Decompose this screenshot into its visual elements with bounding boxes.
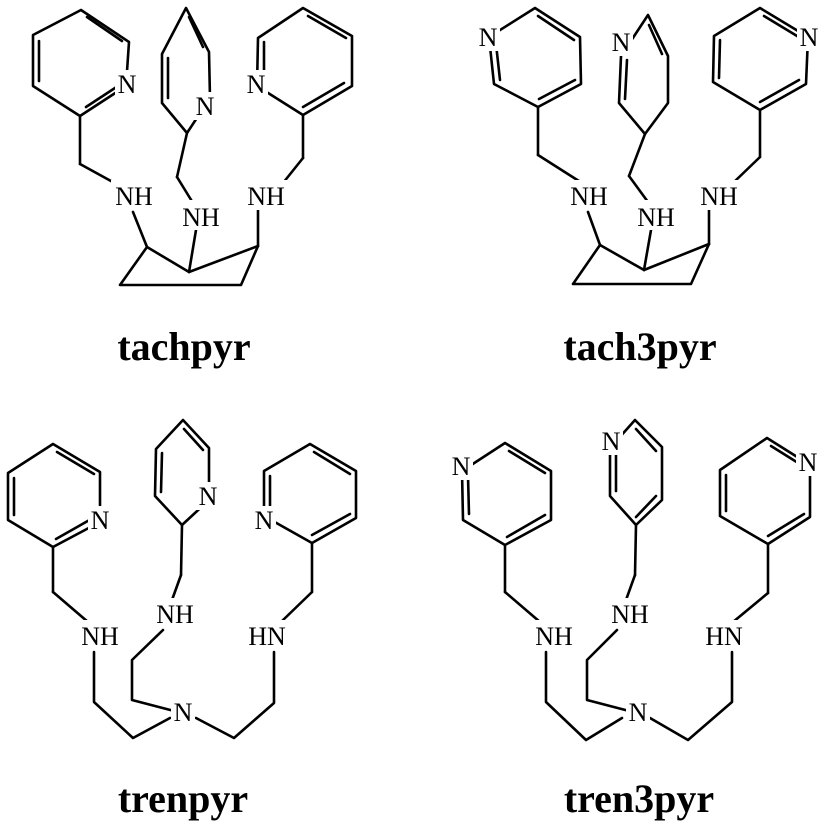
structure-trenpyr (6, 418, 358, 740)
amine-nh-label: NH (611, 600, 649, 629)
pyridine-n-label: N (196, 92, 215, 121)
atom-labels: N N N NH NH NH N N N NH NH NH N N N NH N… (76, 23, 821, 727)
tertiary-n-label: N (629, 698, 648, 727)
structure-tren3pyr (460, 418, 812, 742)
caption-tach3pyr: tach3pyr (563, 324, 716, 369)
pyridine-n-label: N (91, 506, 110, 535)
amine-nh-label: NH (182, 203, 220, 232)
amine-nh-label: NH (637, 203, 675, 232)
amine-nh-label: NH (115, 182, 153, 211)
pyridine-n-label: N (800, 23, 819, 52)
amine-hn-label: HN (248, 622, 286, 651)
amine-nh-label: NH (156, 600, 194, 629)
pyridine-n-label: N (452, 452, 471, 481)
amine-nh-label: NH (81, 622, 119, 651)
pyridine-n-label: N (479, 23, 498, 52)
structure-tach3pyr (487, 6, 810, 286)
caption-tachpyr: tachpyr (117, 324, 250, 369)
tertiary-n-label: N (174, 698, 193, 727)
pyridine-n-label: N (612, 28, 631, 57)
pyridine-n-label: N (799, 448, 818, 477)
pyridine-n-label: N (602, 427, 621, 456)
pyridine-n-label: N (255, 506, 274, 535)
structure-tachpyr (31, 6, 354, 287)
amine-hn-label: HN (705, 622, 743, 651)
captions: tachpyr tach3pyr trenpyr tren3pyr (117, 324, 716, 821)
pyridine-n-label: N (199, 482, 218, 511)
pyridine-n-label: N (247, 70, 266, 99)
amine-nh-label: NH (700, 182, 738, 211)
caption-trenpyr: trenpyr (118, 776, 248, 821)
amine-nh-label: NH (247, 182, 285, 211)
caption-tren3pyr: tren3pyr (564, 776, 714, 821)
amine-nh-label: NH (535, 622, 573, 651)
pyridine-n-label: N (118, 70, 137, 99)
amine-nh-label: NH (570, 182, 608, 211)
